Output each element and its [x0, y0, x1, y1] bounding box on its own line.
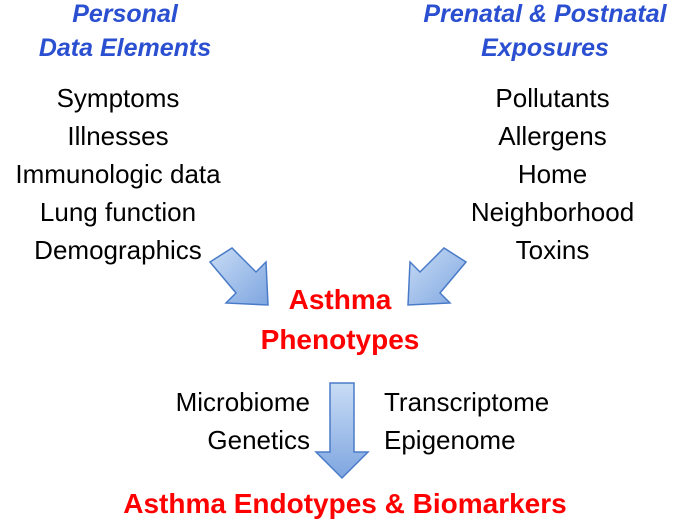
exposures-list: Pollutants Allergens Home Neighborhood T… [445, 79, 660, 269]
asthma-endotypes-title: Asthma Endotypes & Biomarkers [123, 488, 567, 519]
list-item: Toxins [515, 235, 590, 265]
exposures-header-line2: Exposures [481, 34, 609, 62]
list-item: Lung function [39, 197, 197, 227]
exposures-header-line1: Prenatal & Postnatal [423, 0, 667, 28]
personal-data-header-line2: Data Elements [38, 34, 212, 62]
personal-data-list: Symptoms Illnesses Immunologic data Lung… [0, 79, 236, 269]
personal-data-header: Personal Data Elements [20, 0, 230, 65]
list-item: Genetics [207, 425, 310, 455]
list-item: Epigenome [384, 425, 516, 455]
list-item: Home [517, 159, 588, 189]
list-item: Allergens [498, 121, 607, 151]
exposures-header: Prenatal & Postnatal Exposures [400, 0, 685, 65]
list-item: Pollutants [495, 83, 610, 113]
mid-right-list: Transcriptome Epigenome [384, 383, 584, 459]
mid-left-list: Microbiome Genetics [130, 383, 310, 459]
list-item: Microbiome [175, 387, 310, 417]
personal-data-header-line1: Personal [72, 0, 178, 28]
list-item: Neighborhood [470, 197, 635, 227]
asthma-phenotypes-title: Asthma Phenotypes [240, 280, 440, 360]
arrow-left-to-phenotypes [208, 247, 269, 306]
arrow-right-to-phenotypes [407, 247, 468, 306]
list-item: Symptoms [56, 83, 180, 113]
list-item: Transcriptome [384, 387, 550, 417]
phenotypes-line1: Asthma [288, 284, 392, 315]
list-item: Illnesses [67, 121, 169, 151]
phenotypes-line2: Phenotypes [260, 324, 420, 355]
arrow-down-to-endotypes [314, 382, 370, 480]
list-item: Demographics [34, 235, 202, 265]
list-item: Immunologic data [15, 159, 221, 189]
